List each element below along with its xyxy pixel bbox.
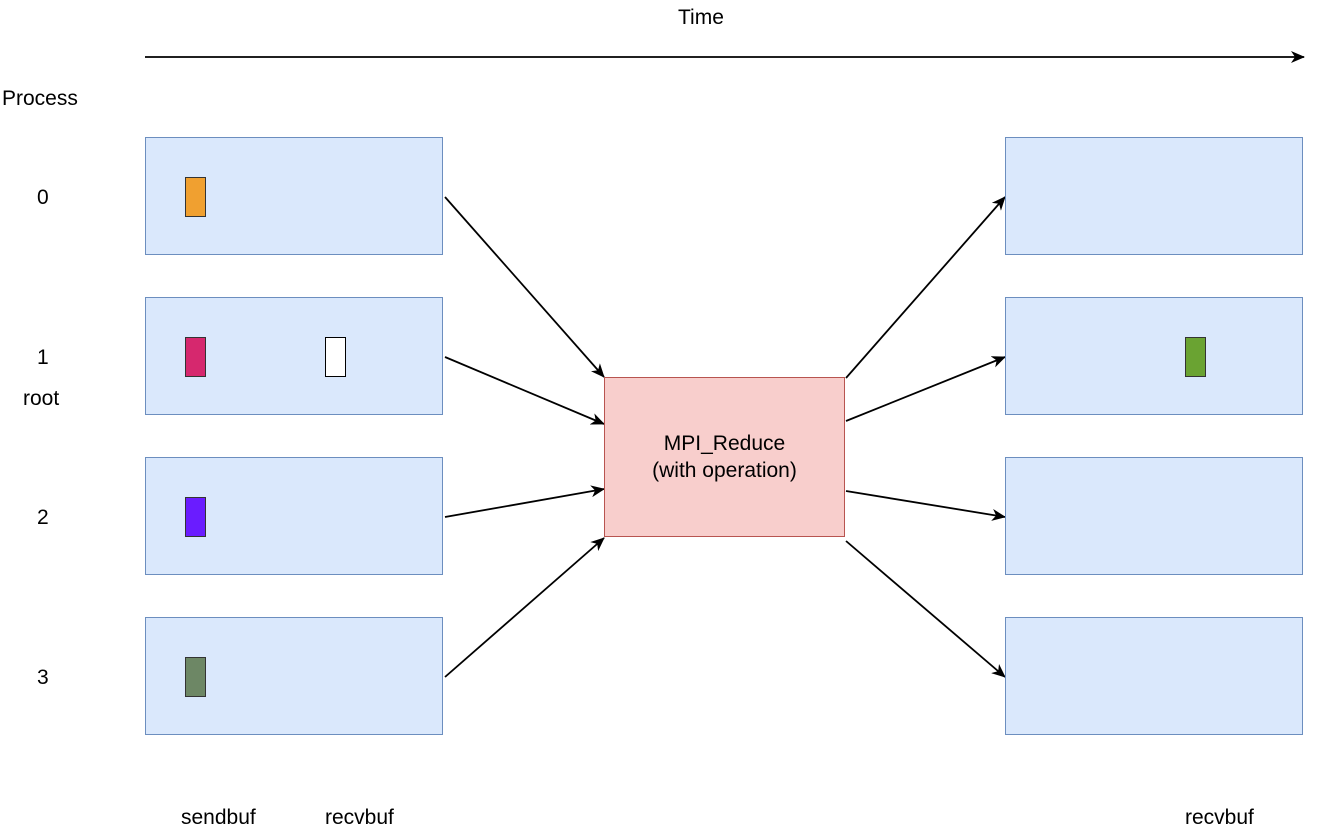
process-root-label: root	[23, 387, 60, 410]
mpi-reduce-title: MPI_Reduce	[663, 432, 786, 455]
arrow-reduce-to-p1	[845, 356, 1006, 422]
process-1-after-box	[1005, 297, 1303, 415]
arrow-p3-to-reduce	[444, 537, 605, 678]
process-2-before-box	[145, 457, 443, 575]
process-1-before-box	[145, 297, 443, 415]
time-label: Time	[678, 6, 724, 29]
process-id-2: 2	[37, 506, 49, 529]
process-2-after-box	[1005, 457, 1303, 575]
mpi-reduce-box: MPI_Reduce (with operation)	[604, 377, 845, 537]
process-0-after-box	[1005, 137, 1303, 255]
process-3-before-box	[145, 617, 443, 735]
process-1-result-recvbuf	[1185, 337, 1206, 377]
process-label: Process	[2, 87, 78, 110]
process-3-sendbuf	[185, 657, 206, 697]
arrow-p0-to-reduce	[444, 196, 605, 378]
process-0-before-box	[145, 137, 443, 255]
recvbuf-label-left: recvbuf	[325, 806, 394, 829]
process-3-after-box	[1005, 617, 1303, 735]
arrow-reduce-to-p3	[845, 540, 1006, 678]
process-2-sendbuf	[185, 497, 206, 537]
process-id-1: 1	[37, 346, 49, 369]
arrow-p1-to-reduce	[444, 356, 605, 425]
process-id-0: 0	[37, 186, 49, 209]
process-1-sendbuf	[185, 337, 206, 377]
sendbuf-label: sendbuf	[181, 806, 256, 829]
process-id-3: 3	[37, 666, 49, 689]
process-1-recvbuf-empty	[325, 337, 346, 377]
mpi-reduce-subtitle: (with operation)	[652, 459, 797, 482]
arrow-reduce-to-p2	[845, 490, 1006, 521]
process-0-sendbuf	[185, 177, 206, 217]
arrow-reduce-to-p0	[845, 196, 1006, 379]
arrow-p2-to-reduce	[444, 485, 605, 518]
recvbuf-label-right: recvbuf	[1185, 806, 1254, 829]
